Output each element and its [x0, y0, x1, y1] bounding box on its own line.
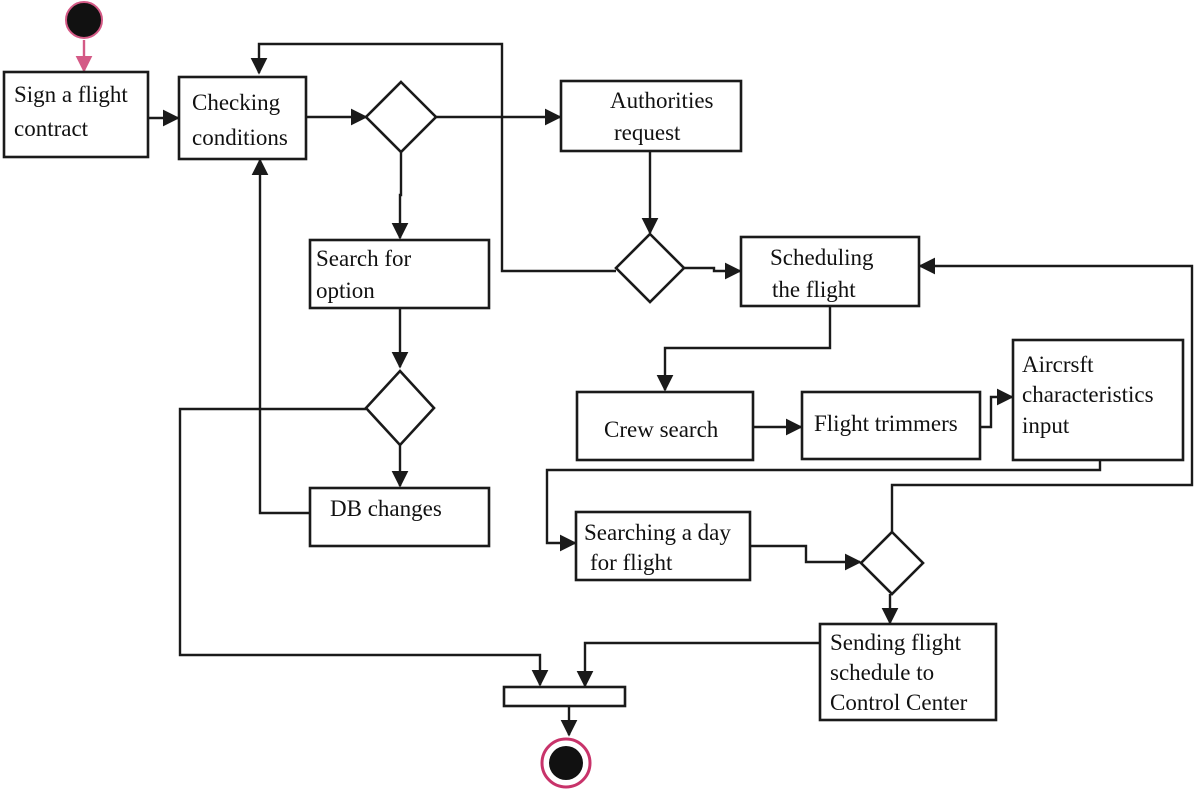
edge-aircraft-to-searching	[545, 460, 1102, 552]
node-sign-contract: Sign a flight contract	[2, 70, 150, 159]
node-sign-contract-line2: contract	[14, 116, 89, 141]
node-aircraft-input-line3: input	[1022, 413, 1070, 438]
node-crew-search: Crew search	[575, 390, 755, 462]
edge-trimmers-to-aircraft	[980, 388, 1014, 429]
node-authorities-request: Authorities request	[559, 79, 743, 153]
node-flight-trimmers-line1: Flight trimmers	[814, 411, 958, 436]
node-db-changes-line1: DB changes	[330, 496, 442, 521]
node-crew-search-line1: Crew search	[604, 417, 719, 442]
node-sending-schedule-line3: Control Center	[830, 690, 968, 715]
node-search-option: Search for option	[308, 238, 491, 310]
node-scheduling: Scheduling the flight	[739, 235, 921, 308]
node-aircraft-input-line2: characteristics	[1022, 382, 1154, 407]
edge-searching-to-decision4	[750, 544, 862, 571]
node-authorities-request-line2: request	[614, 120, 681, 145]
edge-decision4-to-scheduling	[890, 257, 1194, 532]
node-aircraft-input: Aircrsft characteristics input	[1011, 338, 1185, 462]
edge-decision3-to-join	[178, 407, 549, 687]
node-sign-contract-line1: Sign a flight	[14, 82, 128, 107]
node-scheduling-line1: Scheduling	[770, 245, 874, 270]
decision-diamond-1	[364, 80, 438, 154]
node-flight-trimmers: Flight trimmers	[800, 390, 982, 461]
node-checking-conditions-line1: Checking	[192, 90, 281, 115]
start-node	[65, 1, 103, 39]
edge-scheduling-to-crew	[656, 306, 832, 392]
node-searching-day-line2: for flight	[590, 550, 673, 575]
node-scheduling-line2: the flight	[772, 277, 856, 302]
edge-decision2-to-checking	[250, 42, 616, 273]
node-searching-day-line1: Searching a day	[584, 520, 731, 545]
decision-diamond-2	[614, 232, 686, 304]
join-bar	[502, 685, 627, 708]
node-db-changes: DB changes	[308, 486, 491, 548]
node-sending-schedule-line1: Sending flight	[830, 630, 962, 655]
node-aircraft-input-line1: Aircrsft	[1022, 352, 1094, 377]
node-authorities-request-line1: Authorities	[610, 88, 714, 113]
node-search-option-line1: Search for	[316, 246, 411, 271]
edges	[75, 40, 1194, 737]
edge-decision1-to-search	[391, 152, 409, 240]
edge-sending-to-join	[576, 641, 820, 688]
end-node	[540, 737, 592, 789]
node-checking-conditions-line2: conditions	[192, 125, 288, 150]
node-sending-schedule: Sending flight schedule to Control Cente…	[818, 622, 998, 722]
decision-diamond-4	[859, 530, 925, 596]
decision-diamond-3	[364, 369, 436, 447]
edge-decision2-to-scheduling	[684, 262, 742, 280]
node-checking-conditions: Checking conditions	[177, 75, 308, 161]
node-search-option-line2: option	[316, 278, 375, 303]
node-sending-schedule-line2: schedule to	[830, 660, 934, 685]
node-searching-day: Searching a day for flight	[574, 510, 752, 582]
edge-db-to-checking	[251, 158, 309, 515]
